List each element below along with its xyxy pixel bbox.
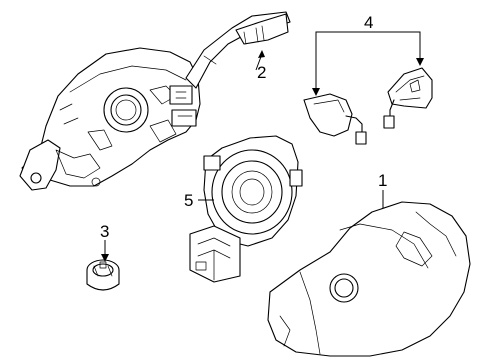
switch-cover-set <box>303 67 433 145</box>
column-cover <box>267 201 471 357</box>
leader-4-right <box>368 31 421 62</box>
callout-labels: 1 2 3 4 5 <box>100 13 387 241</box>
arrow-4-right <box>416 58 424 66</box>
callout-4: 4 <box>364 13 373 32</box>
leader-4-left <box>315 31 368 92</box>
callout-1: 1 <box>378 171 387 190</box>
leader-lines <box>101 31 424 262</box>
callout-3: 3 <box>100 222 109 241</box>
sensor-connector <box>86 259 120 291</box>
combination-switch-assembly <box>19 11 291 191</box>
arrow-2 <box>258 50 265 58</box>
arrow-3 <box>101 254 109 262</box>
arrow-4-left <box>312 88 320 96</box>
callout-5: 5 <box>184 191 193 210</box>
callout-2: 2 <box>257 63 266 82</box>
clock-spring <box>189 135 303 283</box>
